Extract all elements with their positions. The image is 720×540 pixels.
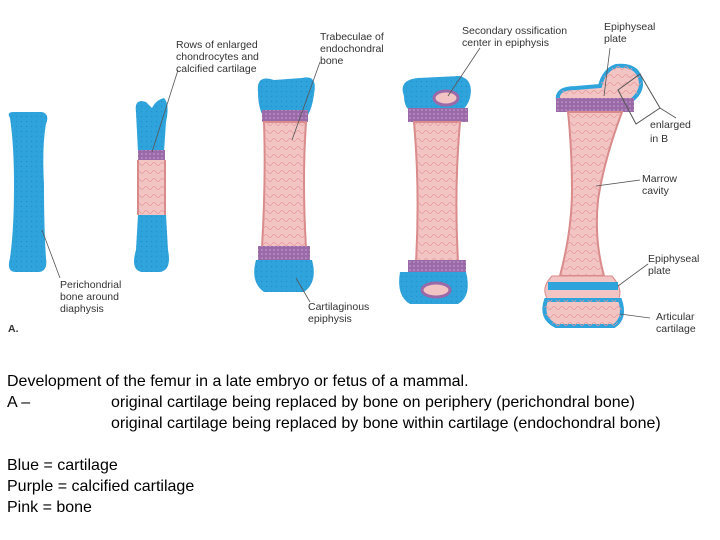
femur-stage-2: [134, 98, 169, 272]
femur-stage-4: [399, 76, 471, 304]
label-cartilaginous-epiphysis: Cartilaginous epiphysis: [308, 301, 372, 325]
caption: Development of the femur in a late embry…: [7, 371, 717, 518]
legend-calcified: Purple = calcified cartilage: [7, 478, 195, 495]
femur-stage-1: [8, 112, 48, 272]
leader-lines: [41, 47, 677, 319]
figure-labels: Rows of enlarged chondrocytes and calcif…: [8, 21, 702, 335]
label-perichondrial: Perichondrial bone around diaphysis: [60, 279, 124, 315]
caption-line-3: original cartilage being replaced by bon…: [7, 413, 717, 434]
legend-bone: Pink = bone: [7, 499, 92, 516]
label-rows-enlarged: Rows of enlarged chondrocytes and calcif…: [176, 39, 262, 75]
label-articular-cartilage: Articular cartilage: [656, 311, 697, 335]
caption-line-2: A – original cartilage being replaced by …: [7, 392, 717, 413]
caption-line-1: Development of the femur in a late embry…: [7, 373, 469, 390]
label-secondary-ossification: Secondary ossification center in epiphys…: [462, 25, 570, 49]
panel-label: A.: [8, 323, 19, 335]
label-trabeculae: Trabeculae of endochondral bone: [320, 31, 387, 67]
label-enlarged-in-b: enlarged in B: [650, 119, 694, 145]
femur-stage-5: [542, 63, 661, 328]
femur-stage-3: [254, 77, 315, 292]
caption-prefix: A –: [7, 394, 31, 411]
femur-development-diagram: Rows of enlarged chondrocytes and calcif…: [8, 21, 702, 335]
caption-line-2-text: original cartilage being replaced by bon…: [111, 394, 635, 411]
caption-line-3-text: original cartilage being replaced by bon…: [111, 415, 661, 432]
legend-cartilage: Blue = cartilage: [7, 457, 118, 474]
label-marrow-cavity: Marrow cavity: [642, 173, 680, 197]
label-epiphyseal-plate-top: Epiphyseal plate: [604, 21, 658, 45]
label-epiphyseal-plate-bottom: Epiphyseal plate: [648, 253, 702, 277]
